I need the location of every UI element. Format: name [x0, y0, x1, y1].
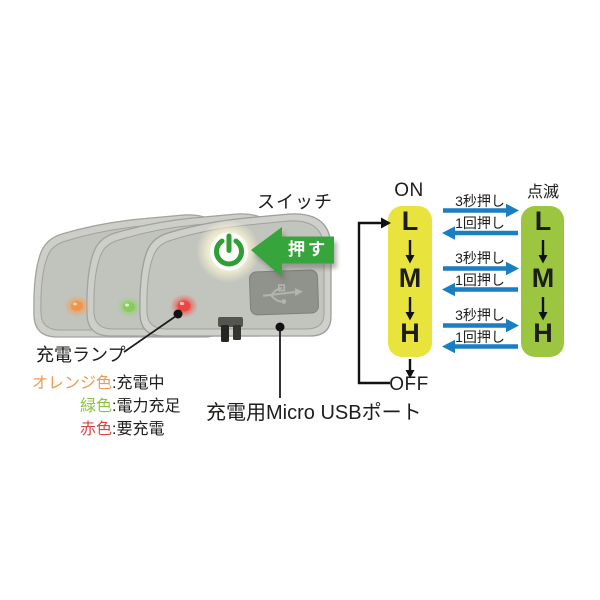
- arrow-3s-right: [443, 203, 519, 218]
- usb-port-label: 充電用Micro USBポート: [206, 402, 422, 424]
- arrow-3s-right: [443, 261, 519, 276]
- on-mode-box: [388, 206, 432, 357]
- on-mode-m: M: [398, 263, 422, 293]
- legend-color-name: 赤色: [79, 421, 112, 438]
- blink-mode-m: M: [531, 263, 555, 293]
- off-label: OFF: [389, 374, 429, 395]
- legend-color-name: 緑色: [79, 398, 112, 415]
- arrow-3s-right: [443, 318, 519, 333]
- press-arrow: [251, 227, 334, 277]
- press-transition-arrows: [442, 203, 519, 354]
- power-button: [196, 219, 260, 283]
- mode-sequence-arrowheads: [405, 255, 548, 379]
- blink-mode-box: [521, 206, 564, 357]
- orange-led: [64, 295, 90, 317]
- legend-row-red: 赤色:要充電: [28, 415, 164, 439]
- charge-lamp-leader: [123, 309, 183, 353]
- on-mode-l: L: [401, 206, 419, 236]
- green-led: [116, 296, 142, 318]
- usb-port: [248, 269, 319, 316]
- press-1x-label: 1回押し: [455, 215, 505, 231]
- arrow-1x-left: [442, 282, 518, 297]
- blink-mode-l: L: [534, 206, 552, 236]
- blink-mode-h: H: [533, 318, 553, 348]
- press-1x-label: 1回押し: [455, 272, 505, 288]
- press-3s-label: 3秒押し: [455, 250, 505, 266]
- power-icon: [214, 238, 244, 267]
- blink-label: 点滅: [526, 184, 559, 201]
- legend-color-name: オレンジ色: [31, 375, 112, 392]
- on-label: ON: [394, 180, 424, 201]
- switch-label: スイッチ: [257, 192, 333, 212]
- legend-desc: :要充電: [112, 421, 165, 438]
- mount-clip: [218, 317, 243, 342]
- press-1x-label: 1回押し: [455, 329, 505, 345]
- on-mode-h: H: [400, 318, 420, 348]
- legend-desc: :電力充足: [112, 398, 181, 415]
- usb-port-leader: [275, 322, 285, 398]
- off-loop-bracket: [357, 217, 391, 385]
- usb-icon-square: [277, 284, 286, 292]
- arrow-1x-left: [442, 339, 518, 354]
- usb-icon-arrowhead: [294, 288, 303, 297]
- legend-row-orange: オレンジ色:充電中: [28, 369, 164, 393]
- usb-icon-circle: [281, 299, 287, 304]
- mode-sequence-arrows: [408, 240, 545, 371]
- charge-lamp-title: 充電ランプ: [36, 345, 126, 365]
- press-label: 押す: [288, 240, 328, 259]
- arrow-1x-left: [442, 226, 518, 240]
- press-3s-label: 3秒押し: [455, 193, 505, 209]
- legend-row-green: 緑色:電力充足: [28, 392, 180, 416]
- legend-desc: :充電中: [112, 375, 165, 392]
- usb-icon: [262, 287, 297, 303]
- press-3s-label: 3秒押し: [455, 307, 505, 323]
